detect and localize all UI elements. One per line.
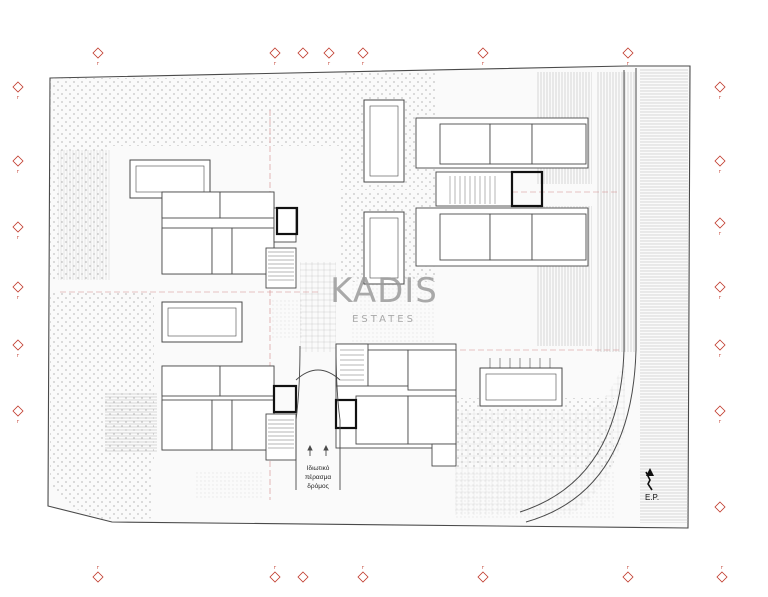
svg-text:Γ: Γ: [97, 61, 100, 66]
watermark-sub: ESTATES: [352, 314, 416, 325]
svg-text:Γ: Γ: [97, 565, 100, 570]
grid-marker-icon: Γ: [714, 281, 726, 300]
grid-marker-icon: Γ: [622, 47, 634, 66]
grid-marker-icon: Γ: [714, 339, 726, 358]
svg-text:Γ: Γ: [482, 61, 485, 66]
grid-marker-icon: Γ: [622, 565, 634, 583]
grid-marker-icon: Γ: [12, 405, 24, 424]
svg-text:Γ: Γ: [17, 169, 20, 174]
grid-marker-icon: Γ: [357, 565, 369, 583]
svg-text:Γ: Γ: [719, 169, 722, 174]
watermark-brand: KADIS: [330, 271, 438, 311]
road-label: Ιδιωτικό πέρασμα δρόμος: [305, 464, 332, 490]
grid-marker-icon: Γ: [477, 47, 489, 66]
svg-text:Γ: Γ: [274, 565, 277, 570]
pool-5: [479, 358, 563, 407]
svg-text:Γ: Γ: [274, 61, 277, 66]
road-label-line-1: Ιδιωτικό: [307, 464, 330, 472]
grid-marker-icon: Γ: [12, 155, 24, 174]
grid-marker-icon: [714, 501, 726, 513]
paved-areas: [58, 68, 688, 523]
grid-marker-icon: Γ: [714, 405, 726, 424]
building-c: [415, 117, 589, 267]
svg-text:Γ: Γ: [17, 419, 20, 424]
grid-marker-icon: [297, 47, 309, 59]
grid-marker-icon: Γ: [714, 217, 726, 236]
svg-text:Γ: Γ: [719, 295, 722, 300]
svg-text:Γ: Γ: [362, 565, 365, 570]
grid-markers: Γ Γ Γ Γ Γ Γ Γ Γ: [12, 47, 728, 583]
road-label-line-2: πέρασμα: [305, 473, 332, 481]
svg-text:Γ: Γ: [719, 353, 722, 358]
private-road: [295, 345, 341, 490]
grid-marker-icon: Γ: [269, 565, 281, 583]
grid-marker-icon: Γ: [12, 339, 24, 358]
building-a: [161, 191, 299, 289]
svg-text:Γ: Γ: [719, 231, 722, 236]
grid-marker-icon: Γ: [357, 47, 369, 66]
entrance-arrow-icon: [645, 468, 654, 491]
building-b: [161, 365, 298, 461]
road-label-line-3: δρόμος: [307, 482, 328, 490]
svg-text:Γ: Γ: [17, 353, 20, 358]
grid-marker-icon: Γ: [92, 47, 104, 66]
svg-text:Γ: Γ: [627, 565, 630, 570]
pool-4: [363, 211, 405, 285]
svg-text:Γ: Γ: [17, 235, 20, 240]
pool-3: [363, 99, 405, 183]
building-b-stairs: [268, 419, 294, 449]
svg-text:Γ: Γ: [328, 61, 331, 66]
grid-marker-icon: [297, 571, 309, 583]
svg-text:Γ: Γ: [721, 565, 724, 570]
svg-text:Γ: Γ: [17, 295, 20, 300]
grid-marker-icon: Γ: [92, 565, 104, 583]
svg-text:Γ: Γ: [627, 61, 630, 66]
building-d-stairs: [340, 349, 364, 381]
grid-marker-icon: Γ: [714, 81, 726, 100]
grid-marker-icon: Γ: [12, 281, 24, 300]
svg-text:Γ: Γ: [482, 565, 485, 570]
svg-text:Γ: Γ: [17, 95, 20, 100]
building-d: [334, 343, 457, 467]
driveway-curve: [519, 68, 637, 523]
svg-text:Γ: Γ: [362, 61, 365, 66]
watermark: KADIS ESTATES: [330, 271, 438, 325]
entrance-label: Ε.Ρ.: [645, 493, 659, 502]
grid-marker-icon: Γ: [716, 565, 728, 583]
svg-text:Γ: Γ: [719, 95, 722, 100]
grid-marker-icon: Γ: [12, 81, 24, 100]
grid-marker-icon: Γ: [269, 47, 281, 66]
grid-marker-icon: Γ: [477, 565, 489, 583]
building-a-stairs: [268, 251, 294, 281]
pool-2: [161, 301, 243, 343]
grid-marker-icon: Γ: [714, 155, 726, 174]
grid-marker-icon: Γ: [323, 47, 335, 66]
grid-marker-icon: Γ: [12, 221, 24, 240]
building-c-stairs: [449, 176, 496, 204]
svg-text:Γ: Γ: [719, 419, 722, 424]
